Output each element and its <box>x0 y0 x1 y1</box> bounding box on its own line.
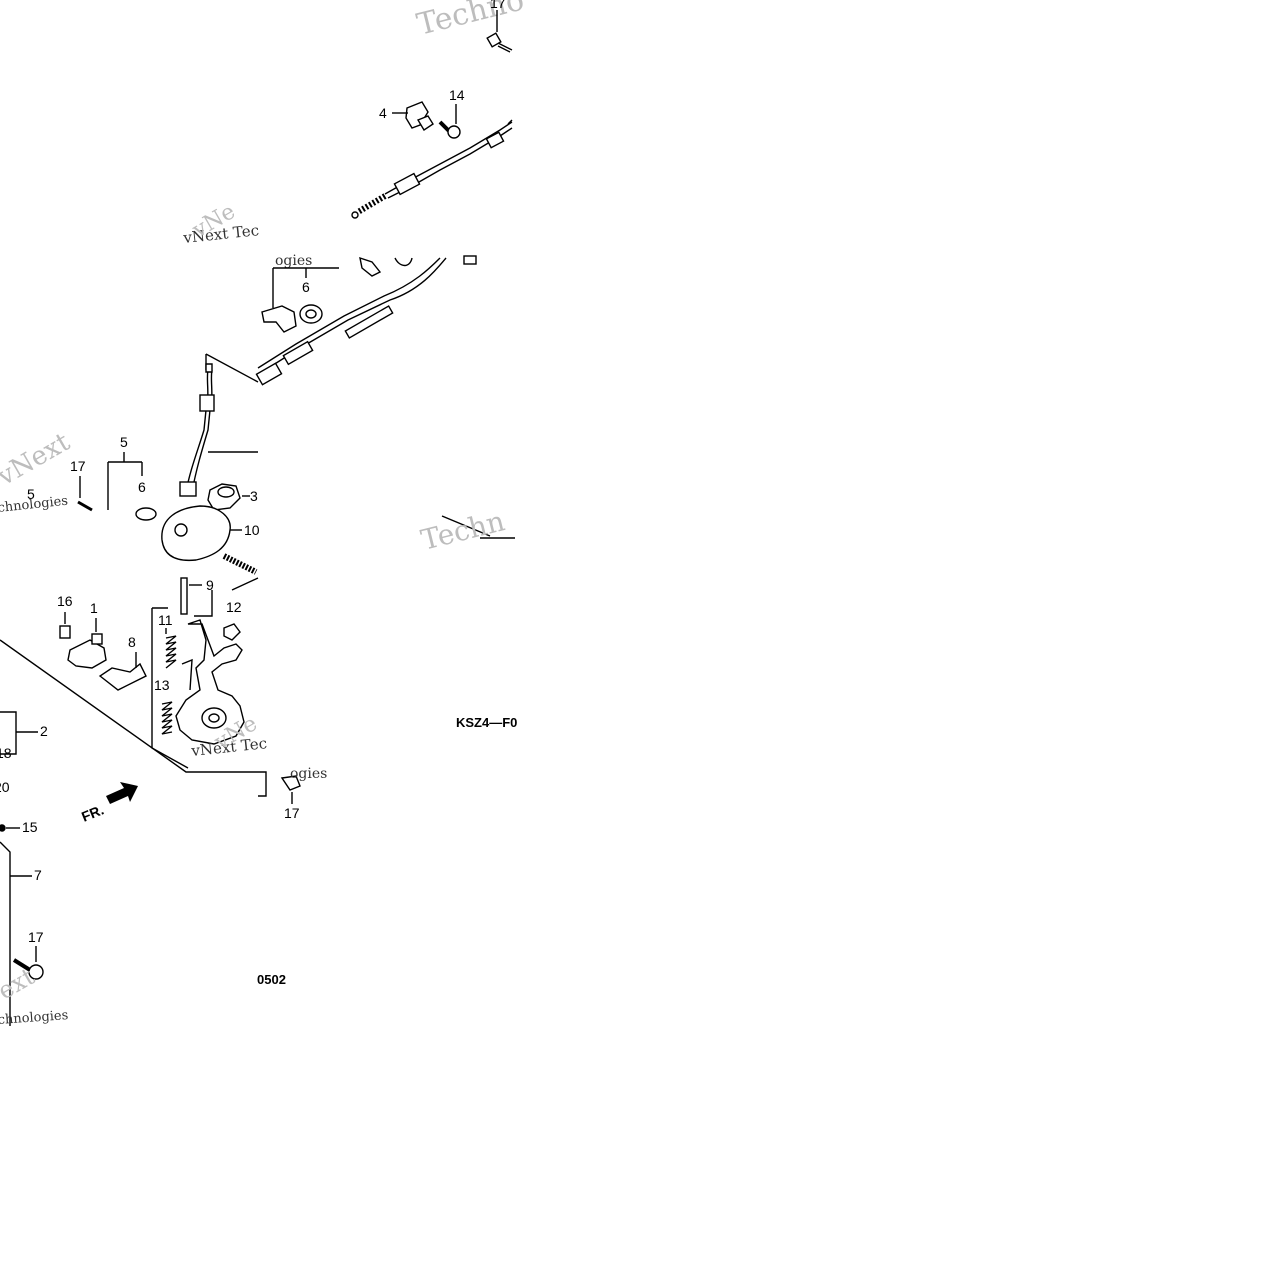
front-arrow-label: FR. <box>79 801 106 824</box>
callout-17: 17 <box>284 805 300 821</box>
callout-18: 18 <box>0 745 12 761</box>
watermark: chnologies <box>0 1008 69 1028</box>
callout-12: 12 <box>226 599 242 615</box>
callout-14: 14 <box>449 87 465 103</box>
callout-11: 11 <box>158 612 173 628</box>
callout-9: 9 <box>206 577 214 593</box>
bolt-14 <box>438 104 461 139</box>
callout-5: 5 <box>120 434 128 450</box>
callout-17: 17 <box>70 458 86 474</box>
callout-16: 16 <box>57 593 73 609</box>
callout-17: 17 <box>490 0 506 11</box>
watermark: ogies <box>290 766 327 782</box>
watermark: ogies <box>275 253 312 269</box>
callout-8: 8 <box>128 634 136 650</box>
callout-6: 6 <box>302 279 310 295</box>
callout-17: 17 <box>28 929 44 945</box>
callout-5: 5 <box>27 486 35 502</box>
callout-20: 20 <box>0 779 10 795</box>
callout-4: 4 <box>379 105 387 121</box>
park-lever-assembly <box>0 363 515 1026</box>
clamp-4 <box>392 101 434 131</box>
diagram-code: KSZ4—F0 <box>456 715 517 730</box>
callout-1: 1 <box>90 600 98 616</box>
rear-cable-assembly <box>351 10 513 219</box>
callout-13: 13 <box>154 677 170 693</box>
callout-6: 6 <box>138 479 146 495</box>
callout-7: 7 <box>34 867 42 883</box>
date-code: 0502 <box>257 972 286 987</box>
front-arrow-indicator: FR. <box>79 782 138 825</box>
callout-2: 2 <box>40 723 48 739</box>
callout-10: 10 <box>244 522 260 538</box>
callout-15: 15 <box>22 819 38 835</box>
bolt-17-top <box>486 10 513 53</box>
callout-3: 3 <box>250 488 258 504</box>
middle-cable-assembly <box>205 255 477 386</box>
